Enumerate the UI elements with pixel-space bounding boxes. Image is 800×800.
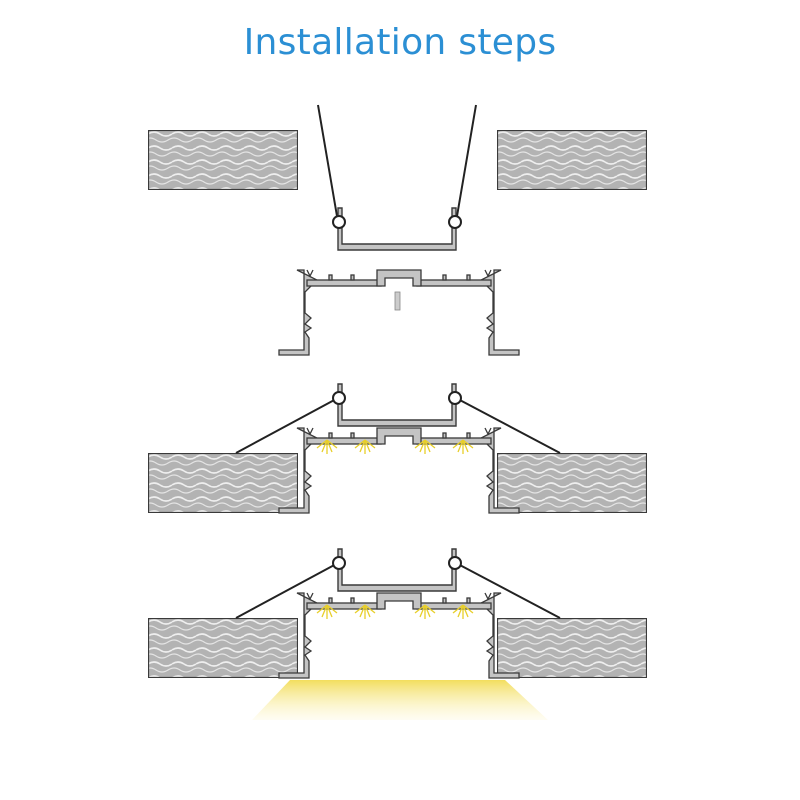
step-2-profile <box>279 270 519 355</box>
ceiling-block-right <box>498 454 647 513</box>
ceiling-block-right <box>498 131 647 190</box>
ceiling-block-right <box>498 619 647 678</box>
aluminium-profile <box>279 428 519 513</box>
screw-icon <box>394 291 401 311</box>
aluminium-profile <box>279 593 519 678</box>
step-3-insert-into-ceiling <box>149 384 647 513</box>
mounting-bracket <box>333 384 461 426</box>
light-beam <box>252 680 548 720</box>
mounting-bracket <box>333 549 461 591</box>
aluminium-profile <box>279 270 519 355</box>
mounting-bracket <box>333 208 461 250</box>
ceiling-block-left <box>149 131 298 190</box>
step-1-hang-bracket <box>149 104 647 250</box>
step-4-lit <box>149 549 647 720</box>
ceiling-block-left <box>149 619 298 678</box>
suspension-wire <box>235 562 561 619</box>
page-title: Installation steps <box>243 22 557 63</box>
suspension-wire <box>317 104 477 223</box>
ceiling-block-left <box>149 454 298 513</box>
suspension-wire <box>235 397 561 454</box>
